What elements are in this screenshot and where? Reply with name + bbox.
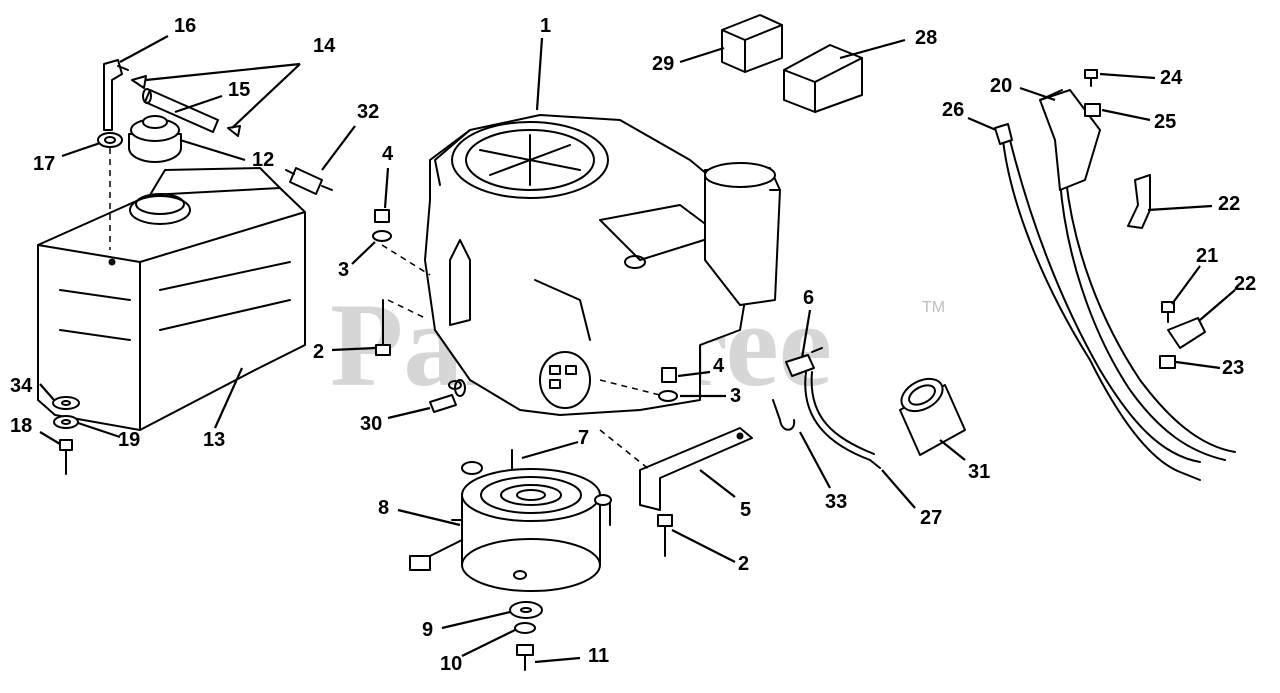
callout-11: 11 bbox=[588, 645, 609, 667]
foam-block-28[interactable] bbox=[783, 44, 863, 113]
callout-7: 7 bbox=[578, 427, 589, 449]
callout-13: 13 bbox=[203, 429, 225, 451]
fuel-line-hose[interactable] bbox=[142, 88, 219, 133]
callout-16: 16 bbox=[174, 15, 196, 37]
washer-34[interactable] bbox=[52, 396, 80, 410]
callout-26: 26 bbox=[942, 99, 964, 121]
fuel-cap[interactable] bbox=[128, 115, 182, 163]
callout-6: 6 bbox=[803, 287, 814, 309]
callout-numbers: 1 16 14 15 17 12 32 4 3 2 30 6 4 3 7 5 2… bbox=[10, 15, 1256, 675]
fuel-fitting-elbow[interactable] bbox=[103, 59, 129, 131]
washer-10[interactable] bbox=[514, 622, 536, 634]
hose-27[interactable] bbox=[804, 371, 881, 469]
screw-21[interactable] bbox=[1161, 301, 1175, 323]
bolt-2-bracket[interactable] bbox=[657, 514, 673, 557]
callout-31: 31 bbox=[968, 461, 990, 483]
callout-12: 12 bbox=[252, 149, 274, 171]
callout-23: 23 bbox=[1222, 357, 1244, 379]
callout-8: 8 bbox=[378, 497, 389, 519]
washer-3-upper[interactable] bbox=[372, 230, 392, 242]
callout-4-right: 4 bbox=[713, 355, 725, 377]
screw-24[interactable] bbox=[1084, 69, 1098, 87]
throttle-cable[interactable] bbox=[1002, 139, 1201, 481]
callout-18: 18 bbox=[10, 415, 32, 437]
bolt-18[interactable] bbox=[59, 439, 73, 475]
leader-lines bbox=[39, 35, 1236, 664]
choke-cable[interactable] bbox=[1059, 179, 1236, 461]
callout-32: 32 bbox=[357, 101, 379, 123]
callout-10: 10 bbox=[440, 653, 462, 675]
fitting-6[interactable] bbox=[785, 347, 823, 377]
washer-9[interactable] bbox=[509, 601, 543, 619]
trademark-mark: TM bbox=[922, 299, 945, 316]
callout-30: 30 bbox=[360, 413, 382, 435]
callout-5: 5 bbox=[740, 499, 751, 521]
engine-air-cleaner[interactable] bbox=[704, 162, 781, 306]
nut-25[interactable] bbox=[1084, 103, 1101, 117]
callout-2-left: 2 bbox=[313, 341, 324, 363]
callout-3-upper: 3 bbox=[338, 259, 349, 281]
fuel-filter[interactable] bbox=[285, 167, 333, 195]
callout-22-upper: 22 bbox=[1218, 193, 1240, 215]
washer-3-right[interactable] bbox=[658, 390, 678, 402]
hose-clamp-upper[interactable] bbox=[131, 75, 147, 89]
grommet[interactable] bbox=[97, 132, 123, 148]
callout-2-bracket: 2 bbox=[738, 553, 749, 575]
clip-33[interactable] bbox=[772, 399, 796, 431]
bracket-dash bbox=[599, 429, 651, 471]
callout-24: 24 bbox=[1160, 67, 1183, 89]
cable-clamp-22-lower[interactable] bbox=[1167, 317, 1206, 349]
callout-14: 14 bbox=[313, 35, 336, 57]
bolt-11[interactable] bbox=[516, 644, 534, 671]
callout-20: 20 bbox=[990, 75, 1012, 97]
cable-end-26[interactable] bbox=[994, 123, 1013, 145]
bracket-5[interactable] bbox=[639, 427, 753, 511]
callout-27: 27 bbox=[920, 507, 942, 529]
oil-filter[interactable] bbox=[896, 372, 966, 456]
nut-23[interactable] bbox=[1159, 355, 1176, 369]
washer-19[interactable] bbox=[53, 415, 79, 429]
callout-1: 1 bbox=[540, 15, 551, 37]
callout-17: 17 bbox=[33, 153, 55, 175]
nut-4-upper[interactable] bbox=[374, 209, 390, 223]
cable-clamp-22-upper[interactable] bbox=[1127, 174, 1151, 229]
engine[interactable] bbox=[424, 114, 746, 416]
fuel-tank[interactable] bbox=[37, 167, 306, 431]
callout-21: 21 bbox=[1196, 245, 1218, 267]
clutch-wire-connector[interactable] bbox=[409, 539, 463, 571]
callout-28: 28 bbox=[915, 27, 937, 49]
mount-dash-left bbox=[387, 299, 426, 319]
callout-3-right: 3 bbox=[730, 385, 741, 407]
bolt-2-left[interactable] bbox=[375, 299, 391, 356]
callout-25: 25 bbox=[1154, 111, 1176, 133]
mount-dash-upper bbox=[381, 244, 431, 276]
callout-9: 9 bbox=[422, 619, 433, 641]
callout-19: 19 bbox=[118, 429, 140, 451]
callout-22-lower: 22 bbox=[1234, 273, 1256, 295]
foam-block-29[interactable] bbox=[721, 14, 783, 73]
pto-clutch[interactable] bbox=[451, 461, 612, 592]
callout-29: 29 bbox=[652, 53, 674, 75]
callout-34: 34 bbox=[10, 375, 33, 397]
callout-33: 33 bbox=[825, 491, 847, 513]
spark-plug-30[interactable] bbox=[429, 379, 466, 413]
callout-15: 15 bbox=[228, 79, 250, 101]
callout-4-upper: 4 bbox=[382, 143, 394, 165]
nut-4-right[interactable] bbox=[661, 367, 677, 383]
